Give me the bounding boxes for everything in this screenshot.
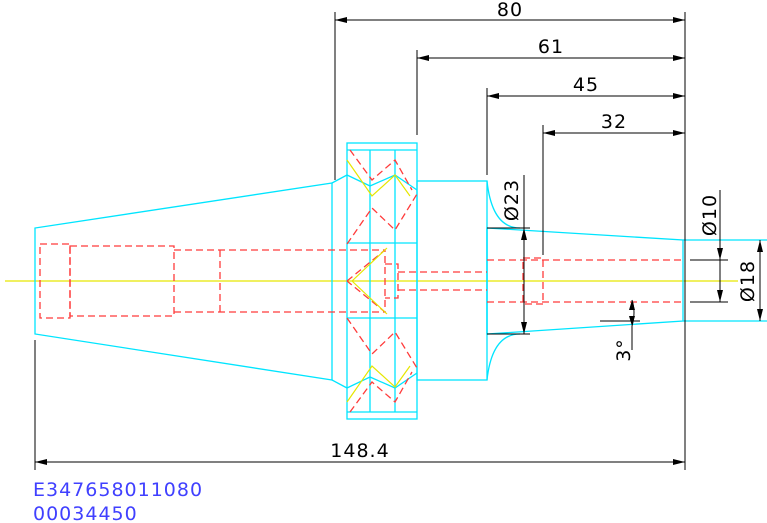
dim-32: 32	[601, 111, 627, 133]
dim-45: 45	[573, 74, 599, 96]
part-outline	[34, 142, 767, 420]
part-code-line2: 00034450	[33, 503, 138, 523]
dim-dia-10: Ø10	[699, 194, 721, 236]
dim-80: 80	[497, 0, 523, 21]
dim-dia-18: Ø18	[737, 260, 759, 302]
dim-taper-angle: 3°	[613, 338, 635, 362]
dim-148-4: 148.4	[330, 440, 389, 462]
flange-construction-lines	[346, 159, 411, 403]
hidden-lines	[39, 149, 683, 413]
dim-61: 61	[538, 36, 564, 58]
dim-dia-23: Ø23	[501, 179, 523, 221]
part-code-line1: E347658011080	[33, 479, 203, 501]
dimension-lines	[34, 12, 763, 470]
